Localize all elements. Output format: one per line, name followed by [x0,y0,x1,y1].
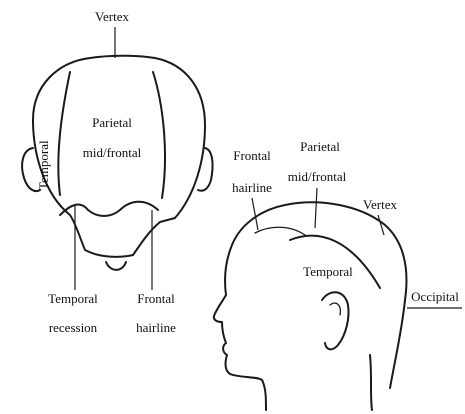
top-temporal-recession-label-1: Temporal [48,291,98,306]
top-vertex-label: Vertex [95,9,129,24]
side-view-temporal-arc [290,236,380,288]
side-view-head [214,202,407,410]
top-temporal-recession-label-2: recession [49,320,98,335]
side-mid-frontal-leader [315,188,317,228]
side-vertex-leader [378,215,384,235]
side-frontal-hairline-leader [252,198,258,230]
top-view-left-divider [58,72,70,195]
side-view-profile-outline [214,202,407,410]
side-frontal-hairline-label-1: Frontal [233,148,271,163]
side-view-neck [370,355,372,410]
side-view-ear [322,292,349,349]
side-occipital-label: Occipital [411,289,459,304]
side-view-hairline [255,227,305,235]
side-view-ear-inner [330,303,340,315]
side-frontal-hairline-label-2: hairline [232,180,272,195]
top-parietal-label: Parietal [92,115,132,130]
top-frontal-hairline-label-1: Frontal [137,291,175,306]
top-temporal-label: Temporal [36,140,51,190]
top-mid-frontal-label: mid/frontal [83,145,142,160]
side-temporal-label: Temporal [303,264,353,279]
side-parietal-label: Parietal [300,139,340,154]
side-mid-frontal-label: mid/frontal [288,169,347,184]
side-vertex-label: Vertex [363,197,397,212]
top-view-nose [106,262,126,270]
top-frontal-hairline-label-2: hairline [136,320,176,335]
top-view-right-divider [153,72,165,198]
